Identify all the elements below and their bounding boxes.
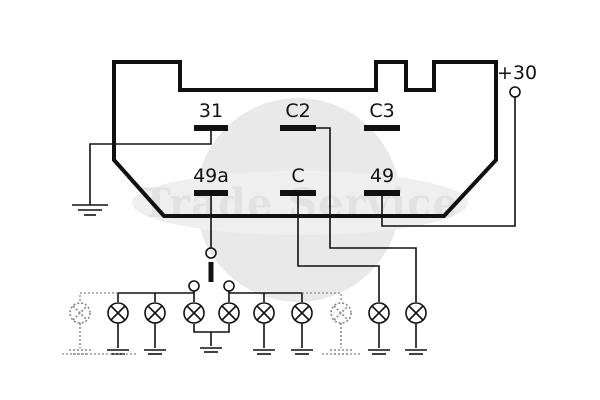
lamp-icon [253, 302, 275, 324]
left-bus-optional [79, 292, 118, 302]
lamp-icon [218, 302, 240, 324]
wire-plus30-to-49 [381, 97, 516, 227]
lamp-icon [144, 302, 166, 324]
relay-housing [112, 60, 498, 218]
lamp-row [69, 302, 427, 324]
right-bus-main [228, 291, 303, 302]
ground-symbol-icon [72, 204, 108, 216]
plus30-terminal-icon [509, 86, 521, 98]
label-49a: 49a [193, 165, 229, 187]
ground-symbol-icon [368, 323, 390, 355]
label-c2: C2 [285, 100, 310, 122]
ground-symbol-icon [107, 323, 129, 355]
left-bus-main [117, 291, 195, 302]
ground-symbol-icon [144, 323, 166, 355]
switch-pivot-icon [205, 247, 217, 259]
lamp-icon [291, 302, 313, 324]
ground-symbol-icon [253, 323, 275, 355]
wire-c-to-lamp [297, 193, 380, 302]
watermark: Trade Service [132, 98, 468, 302]
ground-symbol-icon [69, 323, 91, 355]
label-plus30: +30 [497, 62, 537, 84]
lamp-icon [107, 302, 129, 324]
wire-31-to-ground [89, 128, 212, 205]
inner-ground-symbol-icon [200, 347, 222, 353]
label-c: C [291, 165, 304, 187]
label-31: 31 [199, 100, 223, 122]
lamp-icon [405, 302, 427, 324]
ground-symbol-icon [405, 323, 427, 355]
label-49: 49 [370, 165, 394, 187]
switch-right-contact-icon [223, 280, 235, 292]
inner-lamps-common-wire [193, 324, 230, 346]
optional-lamp-icon [69, 302, 91, 324]
right-bus-optional [302, 292, 342, 302]
ground-symbol-icon [291, 323, 313, 355]
switch-left-contact-icon [188, 280, 200, 292]
optional-lamp-icon [330, 302, 352, 324]
ground-symbol-icon [330, 323, 352, 355]
lamp-ground-row [69, 323, 427, 355]
label-c3: C3 [369, 100, 394, 122]
lamp-icon [368, 302, 390, 324]
wire-c2-to-lamp [316, 127, 417, 302]
lamp-icon [183, 302, 205, 324]
watermark-text: Trade Service [141, 180, 459, 227]
